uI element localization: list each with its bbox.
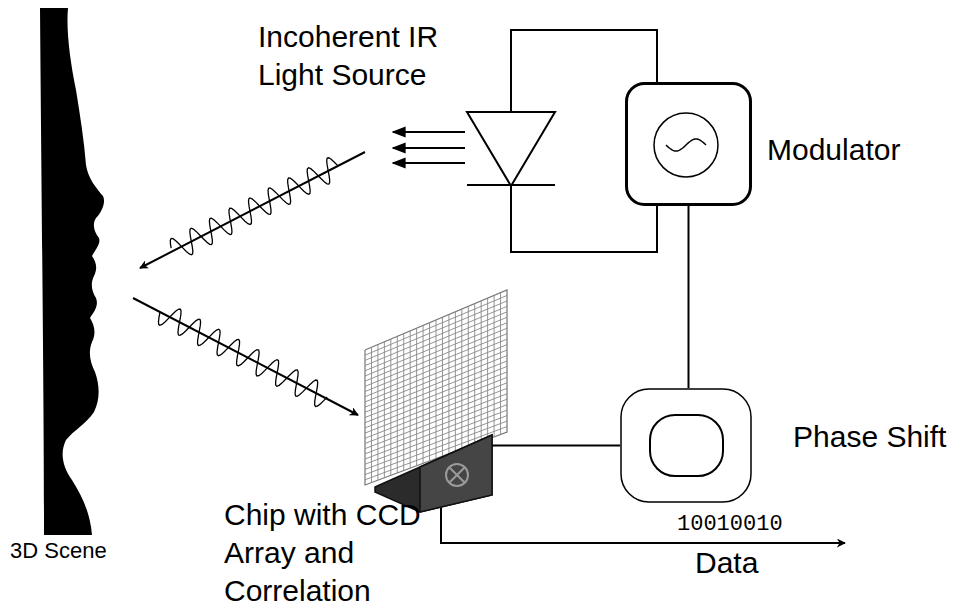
sine-wave	[666, 139, 706, 151]
node-label: Modulator	[767, 131, 967, 169]
grid-line	[365, 306, 507, 365]
grid-line	[365, 383, 507, 438]
light-ray	[393, 147, 465, 149]
grid-line	[365, 388, 507, 443]
grid-line	[365, 377, 507, 433]
light-waves	[133, 152, 365, 415]
wave-arrow	[133, 298, 358, 415]
wave-arrow	[140, 152, 365, 268]
diode-triangle	[467, 112, 555, 186]
scene-label: 3D Scene	[10, 538, 107, 564]
wave-curve	[158, 309, 327, 406]
grid-line	[365, 312, 507, 371]
data-label: Data	[695, 546, 758, 580]
grid-line	[365, 301, 507, 360]
wave-curve	[170, 158, 338, 255]
node-label: Chip with CCD Array and Correlation	[224, 496, 464, 610]
node-label: Phase Shift	[793, 418, 968, 456]
grid-line	[365, 356, 507, 413]
light-ray	[393, 131, 465, 133]
light-ray	[393, 162, 465, 164]
phase-shift-symbol	[650, 415, 723, 476]
diode-light-source: Incoherent IR Light Source	[467, 112, 555, 186]
multiplier-symbol	[446, 464, 468, 486]
multiplier-cross	[449, 467, 465, 483]
wire	[492, 445, 620, 447]
modulator-frame	[627, 84, 751, 205]
node-label: Incoherent IR Light Source	[258, 18, 468, 94]
phase-shift-frame	[621, 389, 751, 502]
modulator-box-outline	[625, 82, 752, 206]
sine-symbol	[654, 113, 718, 177]
data-arrow	[441, 508, 845, 543]
chip-front	[420, 435, 492, 512]
face-silhouette	[40, 8, 104, 535]
grid-line	[365, 361, 507, 418]
grid-line	[365, 350, 507, 407]
bit-string: 10010010	[677, 512, 783, 538]
modulator-box: Modulator	[625, 82, 752, 206]
diode-bar	[467, 184, 555, 186]
correlation-chip: Chip with CCD Array and Correlation	[375, 432, 492, 512]
phase-shift-box-outline	[620, 388, 752, 503]
grid-line	[365, 345, 507, 402]
grid-line	[365, 317, 507, 376]
grid-line	[365, 323, 507, 381]
wire	[688, 206, 690, 388]
grid-line	[365, 339, 507, 397]
grid-line	[365, 334, 507, 392]
phase-shift-box: Phase Shift	[620, 388, 752, 503]
grid-line	[365, 372, 507, 428]
diode-light-source-outline	[467, 112, 555, 186]
grid-line	[365, 366, 507, 422]
grid-line	[365, 328, 507, 386]
